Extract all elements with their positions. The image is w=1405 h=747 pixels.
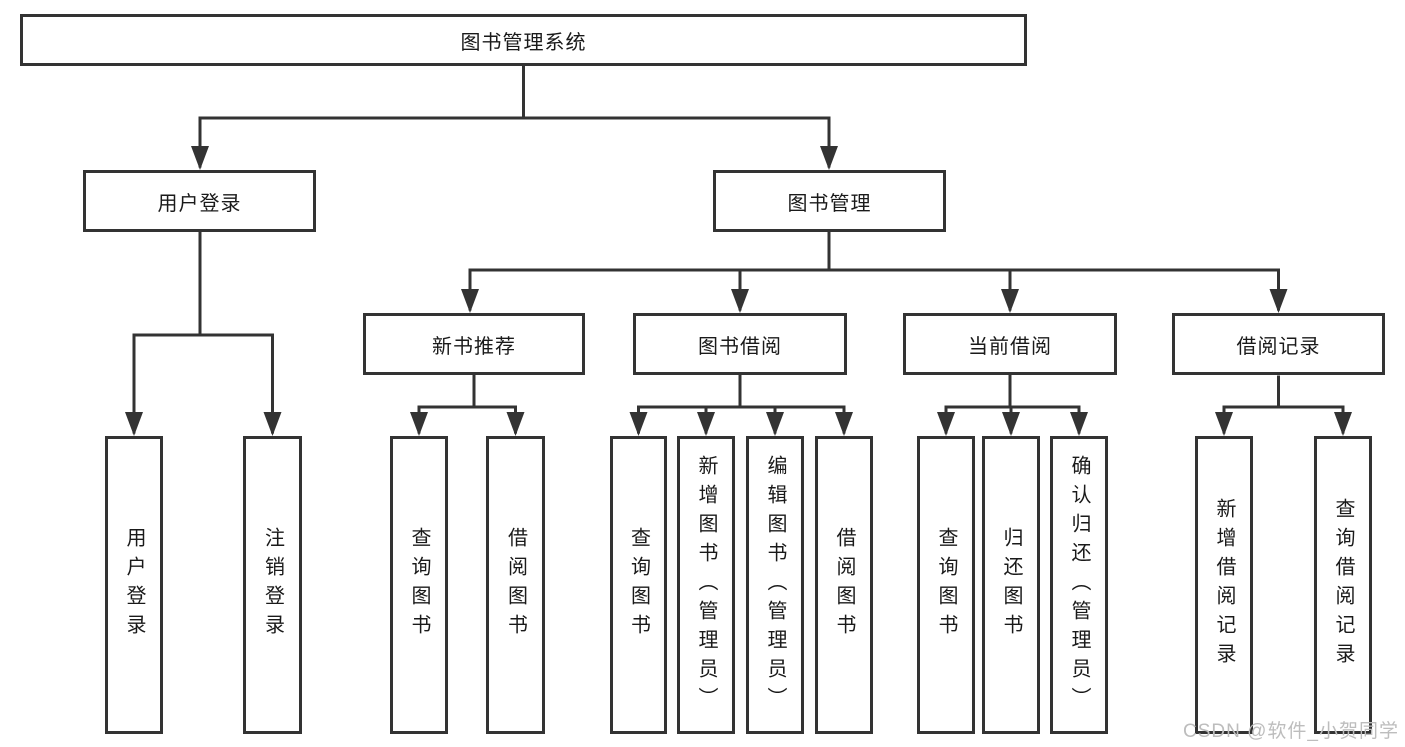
node-root-library-management-system: 图书管理系统 (20, 14, 1027, 66)
leaf-borrow-edit-books-admin: 编辑图书（管理员） (746, 436, 804, 734)
leaf-current-query-books: 查询图书 (917, 436, 975, 734)
leaf-borrow-add-books-admin: 新增图书（管理员） (677, 436, 735, 734)
node-book-management: 图书管理 (713, 170, 946, 232)
node-book-borrowing: 图书借阅 (633, 313, 847, 375)
leaf-current-return-books: 归还图书 (982, 436, 1040, 734)
leaf-records-add-record: 新增借阅记录 (1195, 436, 1253, 734)
leaf-records-query-record: 查询借阅记录 (1314, 436, 1372, 734)
node-new-book-recommend: 新书推荐 (363, 313, 585, 375)
leaf-borrow-borrow-books: 借阅图书 (815, 436, 873, 734)
node-current-borrowing: 当前借阅 (903, 313, 1117, 375)
leaf-newbook-borrow-books: 借阅图书 (486, 436, 545, 734)
node-user-login: 用户登录 (83, 170, 316, 232)
arrowheads (125, 146, 1352, 436)
leaf-logout: 注销登录 (243, 436, 302, 734)
leaf-current-confirm-return-admin: 确认归还（管理员） (1050, 436, 1108, 734)
leaf-borrow-query-books: 查询图书 (610, 436, 667, 734)
node-borrowing-records: 借阅记录 (1172, 313, 1385, 375)
leaf-newbook-query-books: 查询图书 (390, 436, 448, 734)
leaf-user-login: 用户登录 (105, 436, 163, 734)
